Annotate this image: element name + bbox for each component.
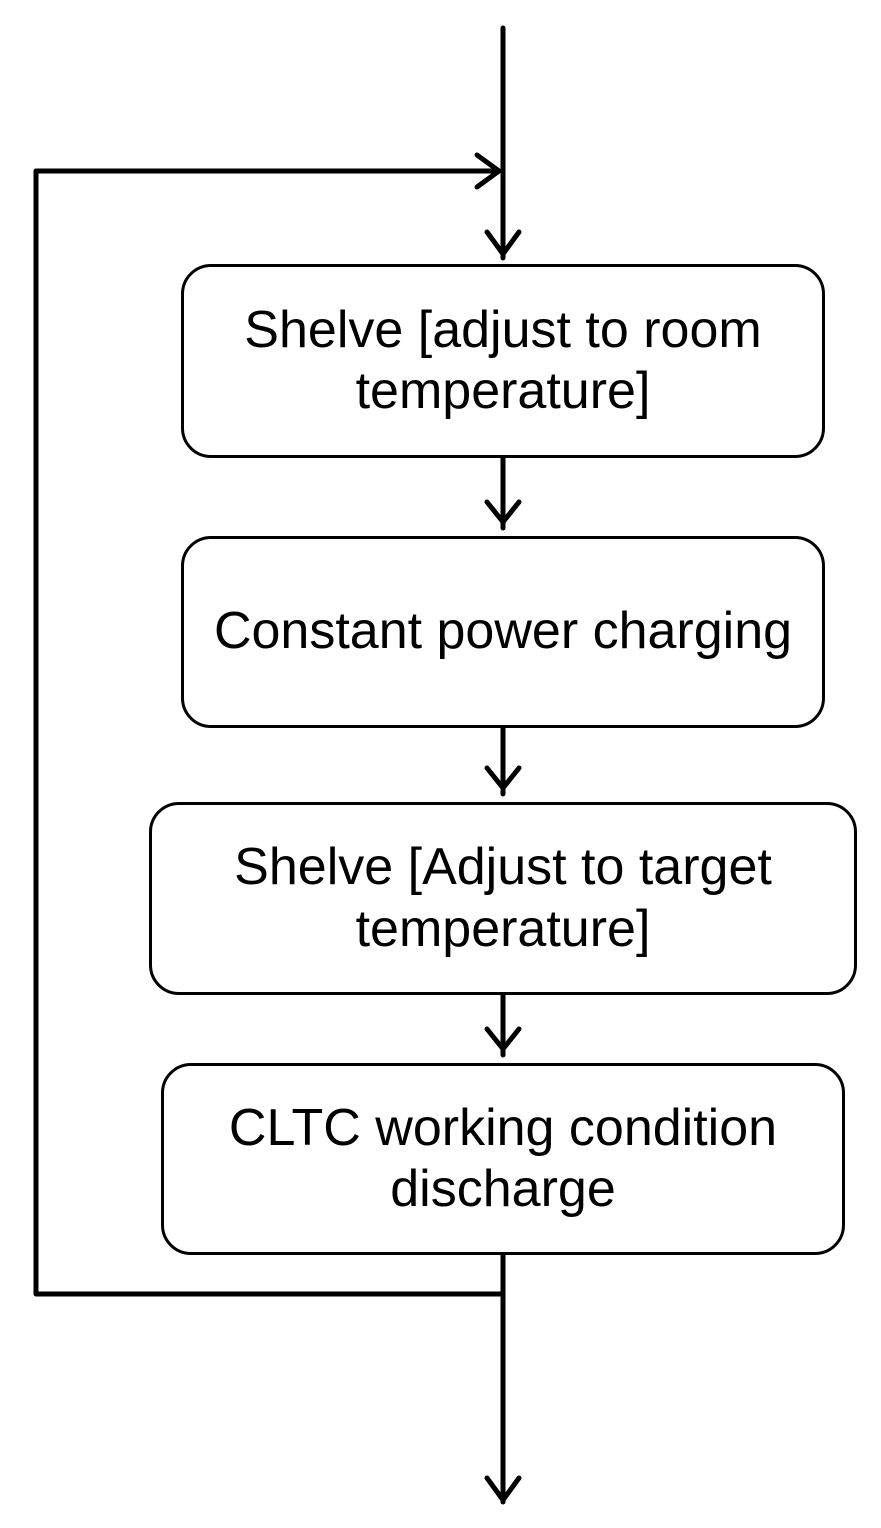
step-shelve-room-temperature: Shelve [adjust to room temperature] bbox=[181, 264, 825, 458]
loop-back-line bbox=[33, 168, 506, 1297]
step-label: CLTC working condition discharge bbox=[228, 1098, 778, 1218]
exit-arrowhead bbox=[484, 1475, 522, 1503]
arrow-3-4-head bbox=[484, 1026, 522, 1052]
step-label: Shelve [adjust to room temperature] bbox=[244, 300, 762, 420]
step-constant-power-charging: Constant power charging bbox=[181, 536, 825, 728]
step-shelve-target-temperature: Shelve [Adjust to target temperature] bbox=[149, 802, 857, 995]
loop-back-arrowhead bbox=[474, 152, 502, 190]
arrow-2-3-head bbox=[484, 765, 522, 791]
arrow-1-2-head bbox=[484, 499, 522, 525]
step-cltc-discharge: CLTC working condition discharge bbox=[161, 1063, 845, 1255]
step-label: Shelve [Adjust to target temperature] bbox=[234, 838, 772, 958]
entry-arrowhead bbox=[484, 229, 522, 257]
step-label: Constant power charging bbox=[213, 602, 793, 661]
